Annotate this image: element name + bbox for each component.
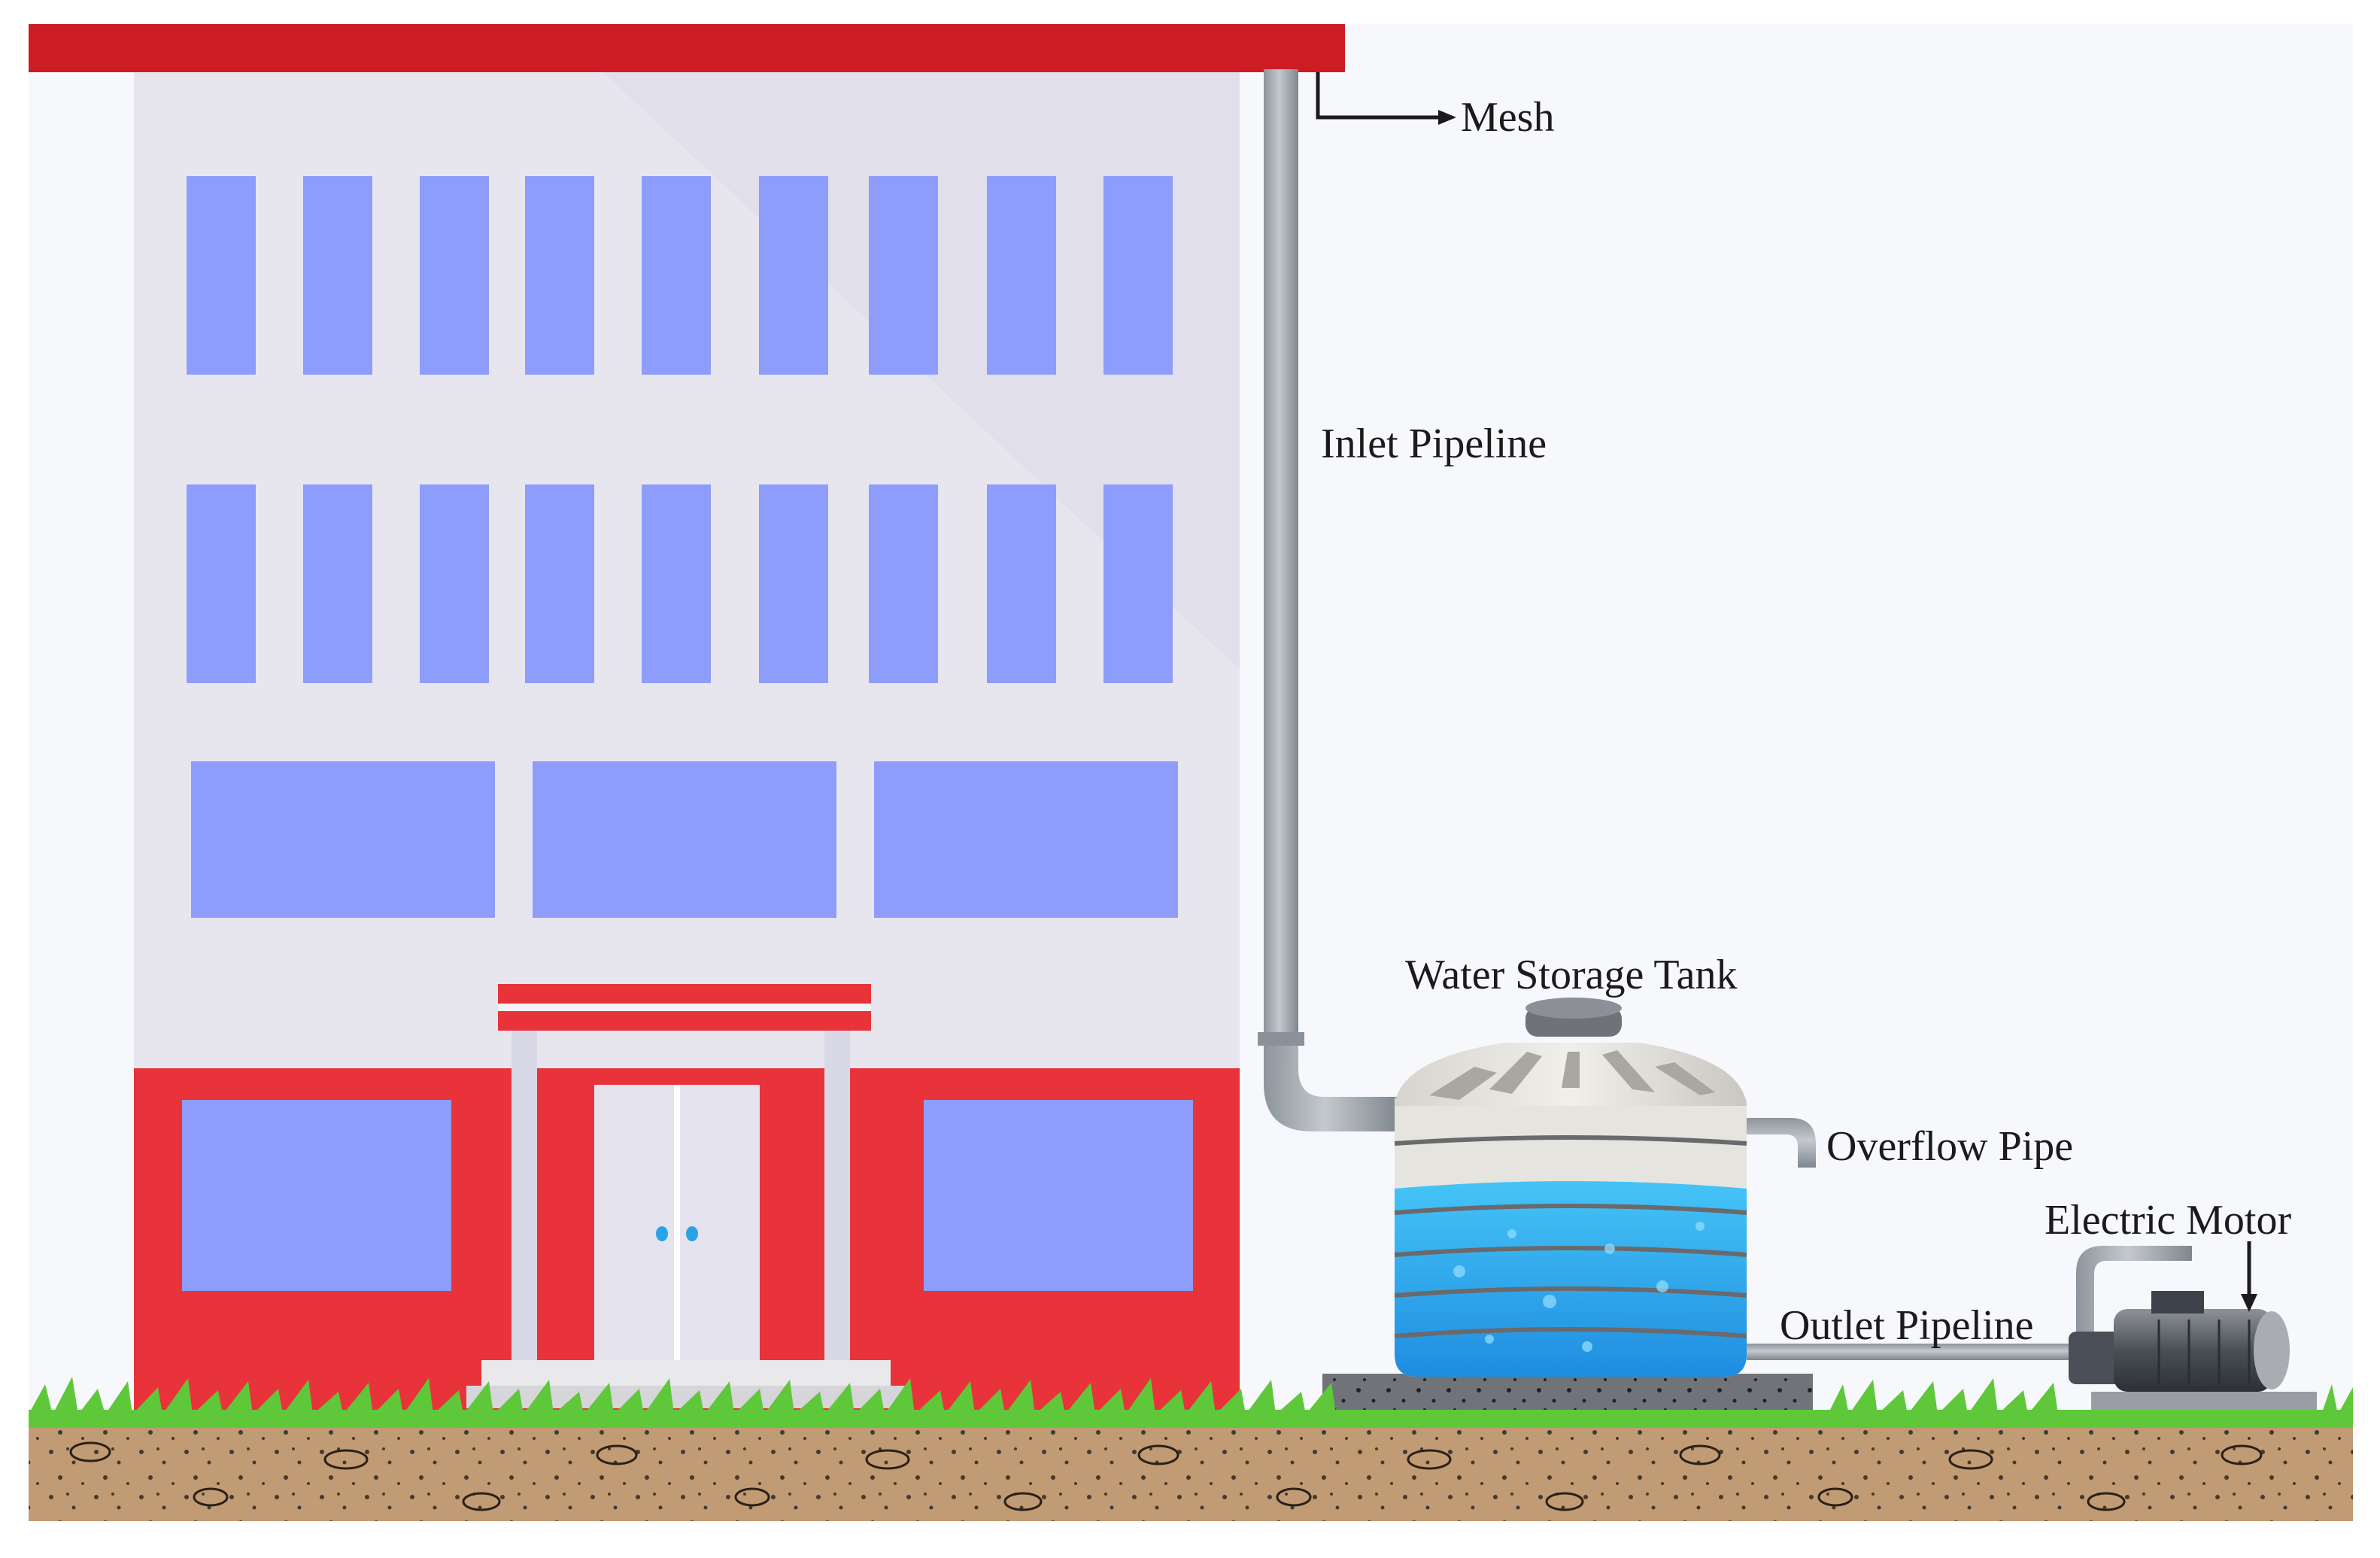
label-mesh: Mesh — [1461, 94, 1554, 141]
pillar-right — [824, 1031, 850, 1371]
tank-ridge — [1394, 1327, 1747, 1338]
tank-ridge — [1394, 1286, 1747, 1298]
tank-cap-top — [1525, 998, 1622, 1019]
water-bubbles — [1453, 1222, 1705, 1352]
pillar-left — [512, 1031, 537, 1371]
canopy-top — [498, 984, 871, 1004]
grass-blades — [29, 1377, 2353, 1428]
window — [187, 176, 256, 375]
inlet-pipeline — [1258, 69, 1399, 1131]
tank-ridge — [1394, 1246, 1747, 1257]
window — [1103, 484, 1173, 683]
window — [759, 484, 828, 683]
window — [187, 484, 256, 683]
wide-window — [533, 761, 836, 918]
outlet-pipeline — [1747, 1344, 2078, 1360]
window — [869, 176, 938, 375]
inlet-pipe-elbow — [1264, 1046, 1399, 1131]
soil-pebbles — [69, 1441, 2263, 1511]
window-row-wide — [191, 761, 1178, 918]
window — [642, 176, 711, 375]
soil-texture — [29, 1423, 2353, 1521]
window — [525, 484, 594, 683]
tank-water[interactable] — [1395, 1181, 1747, 1377]
door-divider — [674, 1085, 680, 1371]
motor-arrow-head — [2241, 1294, 2257, 1312]
canopy-bottom — [498, 1011, 871, 1031]
tank-ridge — [1394, 1204, 1747, 1215]
window — [987, 176, 1056, 375]
roof — [29, 24, 1345, 72]
tank-ridges — [1394, 1135, 1747, 1338]
overflow-pipe — [1747, 1118, 1816, 1168]
window — [987, 484, 1056, 683]
canopy-stripe — [498, 1004, 871, 1011]
window — [303, 484, 372, 683]
pipe-joint — [1258, 1032, 1304, 1046]
building — [29, 24, 1345, 1414]
mesh-arrow-head — [1438, 110, 1456, 125]
label-water-storage-tank: Water Storage Tank — [1405, 952, 1738, 998]
label-electric-motor: Electric Motor — [2045, 1197, 2291, 1244]
mesh-arrow-line — [1316, 72, 1441, 120]
window — [869, 484, 938, 683]
window-row-top — [187, 176, 1173, 375]
mesh-pointer — [1316, 72, 1456, 125]
motor-fins — [2157, 1320, 2251, 1384]
label-outlet-pipeline: Outlet Pipeline — [1780, 1302, 2034, 1349]
entrance — [466, 984, 906, 1408]
motor-fan-cover — [2254, 1311, 2290, 1389]
ground-window-right — [924, 1100, 1193, 1291]
door-handle-left — [656, 1226, 668, 1241]
motor-terminal-box — [2151, 1291, 2204, 1314]
window-row-middle — [187, 484, 1173, 683]
window — [1103, 176, 1173, 375]
window — [420, 484, 489, 683]
label-inlet-pipeline: Inlet Pipeline — [1321, 421, 1547, 467]
inlet-pipe-vertical — [1264, 69, 1298, 1058]
ground-window-left — [182, 1100, 451, 1291]
wide-window — [874, 761, 1178, 918]
tank-dome-ribs — [1429, 1050, 1715, 1100]
wide-window — [191, 761, 495, 918]
label-overflow-pipe: Overflow Pipe — [1826, 1123, 2073, 1170]
window — [303, 176, 372, 375]
window — [525, 176, 594, 375]
motor-body — [2114, 1309, 2272, 1392]
window — [420, 176, 489, 375]
window — [759, 176, 828, 375]
window — [642, 484, 711, 683]
entrance-step — [481, 1360, 891, 1387]
door-handle-right — [686, 1226, 698, 1241]
ground — [29, 1377, 2353, 1521]
tank-ridge — [1394, 1135, 1747, 1146]
motor-pointer — [2241, 1241, 2257, 1312]
